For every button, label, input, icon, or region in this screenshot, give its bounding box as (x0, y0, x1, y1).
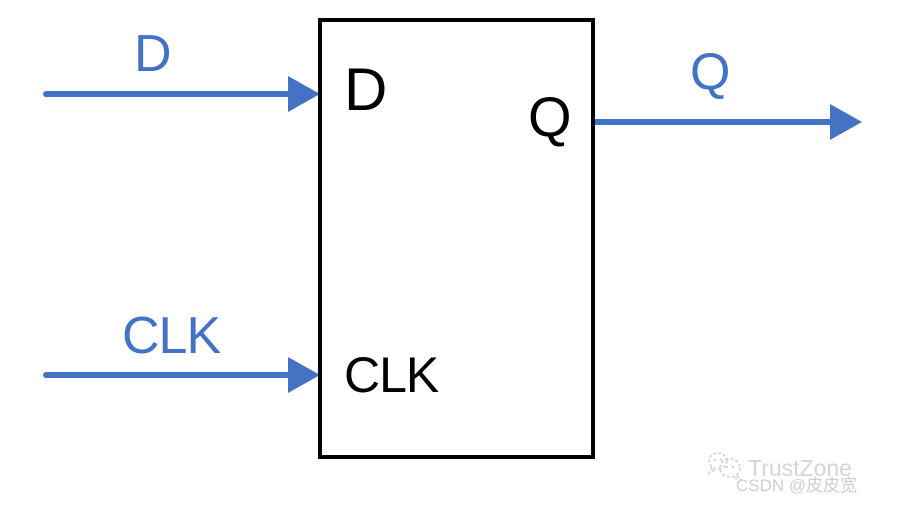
pin-label-d: D (344, 56, 388, 123)
flip-flop-box (318, 18, 595, 459)
pin-label-clk: CLK (344, 347, 439, 403)
q-output-arrow (591, 104, 862, 140)
pin-label-q: Q (528, 85, 572, 148)
watermark-credit: CSDN @皮皮宽 (736, 476, 858, 495)
d-input-arrow (43, 76, 320, 112)
signal-label-d: D (134, 25, 172, 83)
chat-bubbles-icon (707, 452, 744, 482)
watermark: TrustZone CSDN @皮皮宽 (700, 450, 890, 502)
watermark-brand: TrustZone (748, 455, 852, 481)
signal-label-q: Q (690, 43, 731, 101)
signal-label-clk: CLK (122, 307, 221, 365)
